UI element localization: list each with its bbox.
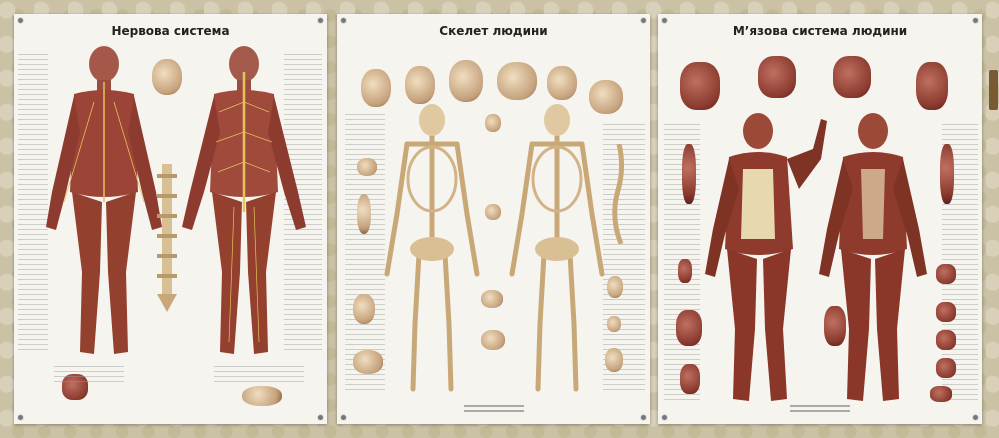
pin-icon [17,414,24,421]
poster-footer [658,402,982,418]
pin-icon [317,17,324,24]
joint-icon [607,316,621,332]
spinal-section-icon [242,386,282,406]
torso-muscles-icon [680,62,720,110]
vertebral-column-icon [612,144,625,244]
foot-muscles-icon [680,364,700,394]
hand-bones-icon [353,294,375,324]
joint-icon [607,276,623,298]
pin-icon [317,414,324,421]
vertebra-icon [485,114,501,132]
spine-detail-icon [157,164,177,312]
muscle-section-icon [936,330,956,350]
poster-footer [337,402,650,418]
femur-head-icon [357,194,371,234]
brain-detail-icon [152,59,182,95]
vertebra-icon [485,204,501,220]
muscle-fiber-icon [930,386,952,402]
human-figure-icon [46,46,162,354]
label-lines [18,54,48,354]
pin-icon [340,17,347,24]
poster-title: М’язова система людини [732,24,908,38]
poster-title: Нервова система [111,24,230,38]
back-muscles-icon [916,62,948,110]
poster-skeleton: Скелет людини [337,14,650,424]
muscle-section-icon [936,302,956,322]
muscle-figure-icon [705,113,827,401]
poster-nervous-system: Нервова система [14,14,327,424]
poster-muscular-system: М’язова система людини [658,14,982,424]
pin-icon [640,414,647,421]
pin-icon [340,414,347,421]
arm-muscles-icon [682,144,696,204]
arm-muscles-icon [940,144,954,204]
knee-icon [605,348,623,372]
hand-muscles-icon [676,310,702,346]
muscle-detail-icon [678,259,692,283]
skeleton-icon [384,104,480,392]
skull-base-icon [405,66,435,104]
head-muscles-icon [758,56,796,98]
muscle-section-icon [936,264,956,284]
muscle-section-icon [936,358,956,378]
poster-title: Скелет людини [439,24,548,38]
skeleton-back-icon [509,104,605,392]
pin-icon [972,414,979,421]
pelvis-icon [481,290,503,308]
label-lines [54,366,124,386]
pin-icon [17,17,24,24]
skull-inner-icon [547,66,577,100]
skull-top-icon [361,69,391,107]
pelvis-icon [481,330,505,350]
skull-icon [449,60,483,102]
light-switch-icon [989,70,998,110]
label-lines [214,366,304,384]
foot-bones-icon [353,350,383,374]
pin-icon [661,414,668,421]
muscle-figure-back-icon [819,113,927,401]
pin-icon [972,17,979,24]
pin-icon [661,17,668,24]
brain-section-icon [62,374,88,400]
pin-icon [640,17,647,24]
human-figure-back-icon [182,46,306,354]
skull-section-icon [589,80,623,114]
skull-side-icon [497,62,537,100]
head-side-muscles-icon [833,56,871,98]
bone-detail-icon [357,158,377,176]
leg-muscles-icon [824,306,846,346]
